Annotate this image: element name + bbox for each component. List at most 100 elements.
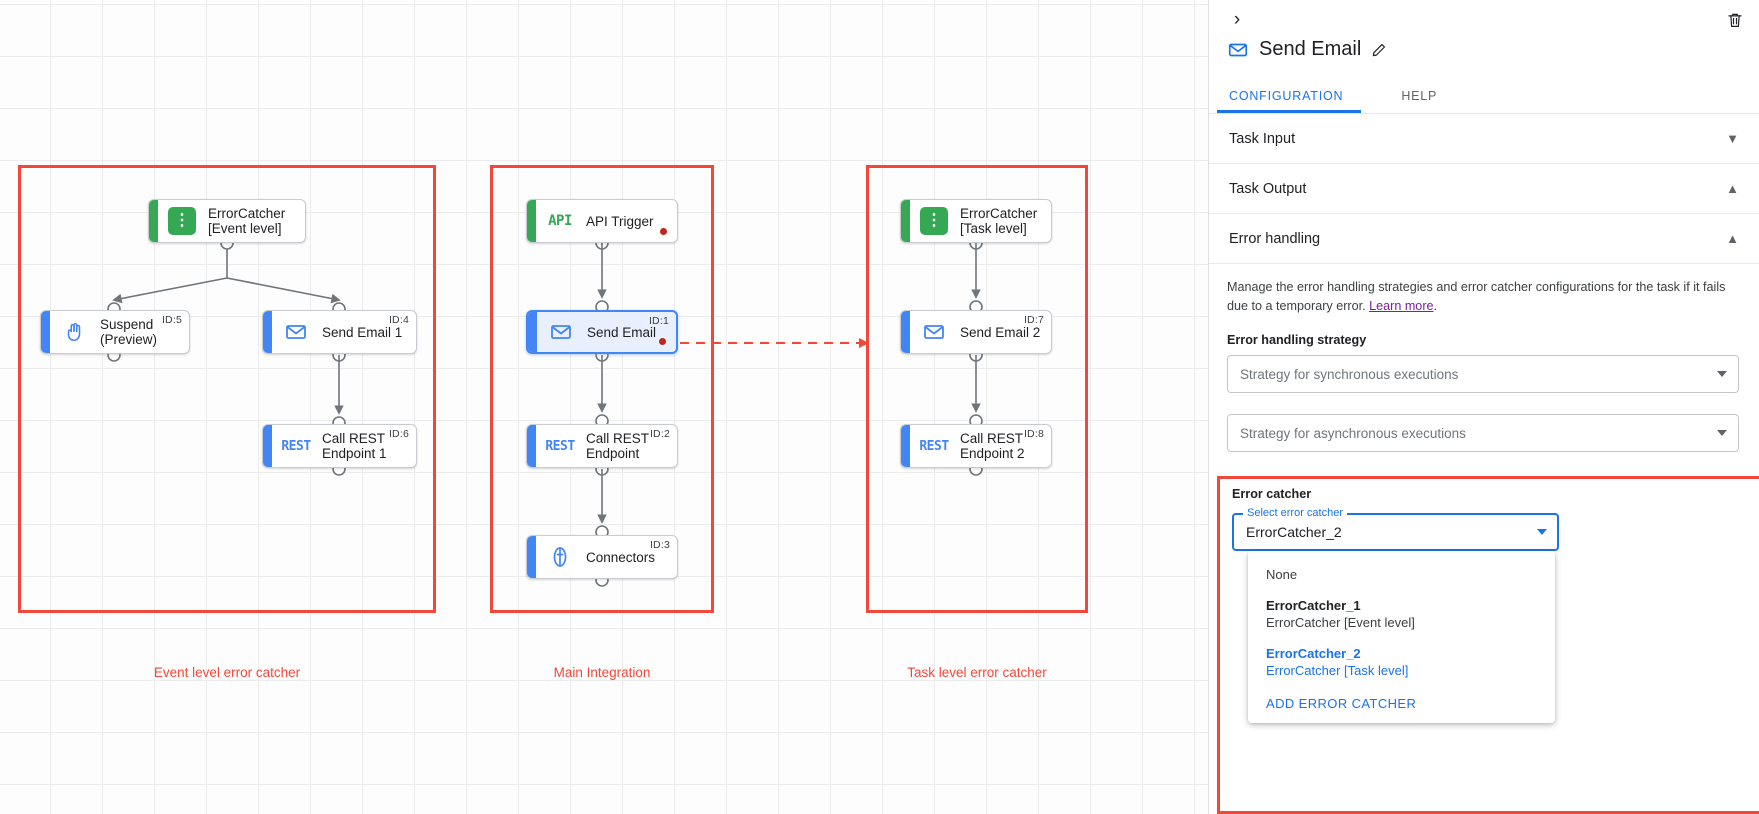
learn-more-link[interactable]: Learn more (1369, 299, 1433, 313)
node-label: Send Email 1 (322, 324, 403, 340)
chevron-down-icon: ▼ (1726, 131, 1739, 146)
section-task-input[interactable]: Task Input ▼ (1209, 114, 1759, 164)
node-api-trigger[interactable]: API API Trigger (526, 199, 678, 243)
period: . (1433, 299, 1438, 313)
group-box-event-level (18, 165, 436, 613)
node-label: ErrorCatcher [Event level] (208, 206, 286, 236)
section-title: Error handling (1229, 230, 1321, 247)
node-id-tag: ID:5 (161, 314, 182, 326)
node-id-tag: ID:4 (388, 314, 409, 326)
description-text: Manage the error handling strategies and… (1227, 280, 1726, 313)
chevron-down-icon (1537, 529, 1547, 535)
group-box-task-level (866, 165, 1088, 613)
node-id-tag: ID:7 (1023, 314, 1044, 326)
node-accent-bar (527, 425, 536, 467)
node-suspend-preview[interactable]: Suspend (Preview) ID:5 (40, 310, 190, 354)
node-accent-bar (901, 311, 910, 353)
node-id-tag: ID:2 (649, 428, 670, 440)
node-label: ErrorCatcher [Task level] (960, 206, 1038, 236)
sync-strategy-select[interactable]: Strategy for synchronous executions (1227, 355, 1739, 393)
chevron-right-icon[interactable]: › (1233, 9, 1241, 30)
add-error-catcher-button[interactable]: ADD ERROR CATCHER (1266, 696, 1417, 711)
node-label: Send Email (587, 324, 657, 340)
select-error-catcher-legend: Select error catcher (1243, 507, 1347, 519)
node-errorcatcher-task-level[interactable]: ⋮ ErrorCatcher [Task level] (900, 199, 1052, 243)
node-send-email-2[interactable]: Send Email 2 ID:7 (900, 310, 1052, 354)
email-icon (546, 317, 576, 347)
select-error-catcher[interactable]: Select error catcher ErrorCatcher_2 (1232, 507, 1559, 551)
async-strategy-value: Strategy for asynchronous executions (1240, 425, 1466, 441)
section-title: Task Output (1229, 180, 1307, 197)
delete-icon[interactable] (1723, 8, 1747, 32)
task-configuration-panel: › Send Email (1208, 0, 1759, 814)
node-label: Connectors (586, 549, 656, 565)
panel-title-row: Send Email (1227, 38, 1387, 61)
connectors-icon (545, 542, 575, 572)
node-label: Call REST Endpoint 1 (322, 431, 387, 461)
group-label-task-level: Task level error catcher (907, 665, 1047, 680)
node-accent-bar (263, 311, 272, 353)
node-label: Call REST Endpoint 2 (960, 431, 1025, 461)
node-send-email[interactable]: Send Email ID:1 (526, 310, 678, 354)
node-accent-bar (901, 200, 910, 242)
error-catcher-highlight-region: Error catcher Select error catcher Error… (1217, 476, 1759, 814)
section-task-output[interactable]: Task Output ▲ (1209, 164, 1759, 214)
workflow-canvas[interactable]: Event level error catcher Main Integrati… (0, 0, 1208, 814)
edit-pencil-icon[interactable] (1371, 42, 1387, 58)
node-label: Call REST Endpoint (586, 431, 650, 461)
chevron-down-icon (1717, 430, 1727, 436)
option-primary: None (1266, 567, 1298, 582)
node-accent-bar (528, 312, 537, 352)
node-id-tag: ID:6 (388, 428, 409, 440)
error-catcher-label: Error catcher (1232, 487, 1312, 501)
chevron-up-icon: ▲ (1726, 181, 1739, 196)
chevron-up-icon: ▲ (1726, 231, 1739, 246)
node-id-tag: ID:8 (1023, 428, 1044, 440)
tab-help[interactable]: HELP (1401, 89, 1438, 103)
panel-header: › Send Email (1209, 0, 1759, 78)
node-label: Suspend (Preview) (100, 317, 158, 347)
tab-configuration[interactable]: CONFIGURATION (1216, 89, 1362, 113)
dropdown-option-errorcatcher-2[interactable]: ErrorCatcher_2 ErrorCatcher [Task level] (1248, 638, 1555, 686)
node-accent-bar (263, 425, 272, 467)
chevron-down-icon (1717, 371, 1727, 377)
group-box-main-integration (490, 165, 714, 613)
node-errorcatcher-event-level[interactable]: ⋮ ErrorCatcher [Event level] (148, 199, 306, 243)
rest-icon: REST (919, 438, 949, 454)
node-accent-bar (527, 536, 536, 578)
async-strategy-select[interactable]: Strategy for asynchronous executions (1227, 414, 1739, 452)
node-label: Send Email 2 (960, 324, 1041, 340)
dropdown-option-none[interactable]: None (1248, 559, 1555, 590)
error-catcher-icon: ⋮ (167, 206, 197, 236)
option-secondary: ErrorCatcher [Event level] (1266, 615, 1415, 630)
rest-icon: REST (281, 438, 311, 454)
select-error-catcher-value: ErrorCatcher_2 (1246, 524, 1342, 540)
error-indicator-dot (660, 228, 667, 235)
api-icon: API (548, 213, 572, 229)
rest-icon: REST (545, 438, 575, 454)
node-accent-bar (41, 311, 50, 353)
option-primary: ErrorCatcher_2 (1266, 646, 1361, 661)
node-id-tag: ID:3 (649, 539, 670, 551)
hand-icon (59, 317, 89, 347)
section-title: Task Input (1229, 130, 1296, 147)
group-label-main-integration: Main Integration (553, 665, 651, 680)
section-error-handling[interactable]: Error handling ▲ (1209, 214, 1759, 264)
page-title: Send Email (1259, 38, 1362, 60)
email-icon (281, 317, 311, 347)
email-icon (919, 317, 949, 347)
learn-more-label: Learn more (1369, 299, 1434, 313)
error-catcher-icon: ⋮ (919, 206, 949, 236)
sync-strategy-value: Strategy for synchronous executions (1240, 366, 1459, 382)
node-label: API Trigger (586, 213, 654, 229)
email-icon (1227, 39, 1249, 61)
node-call-rest-endpoint[interactable]: REST Call REST Endpoint ID:2 (526, 424, 678, 468)
node-call-rest-endpoint-1[interactable]: REST Call REST Endpoint 1 ID:6 (262, 424, 417, 468)
node-accent-bar (149, 200, 158, 242)
node-send-email-1[interactable]: Send Email 1 ID:4 (262, 310, 417, 354)
node-call-rest-endpoint-2[interactable]: REST Call REST Endpoint 2 ID:8 (900, 424, 1052, 468)
node-connectors[interactable]: Connectors ID:3 (526, 535, 678, 579)
node-accent-bar (527, 200, 536, 242)
dropdown-option-errorcatcher-1[interactable]: ErrorCatcher_1 ErrorCatcher [Event level… (1248, 590, 1555, 638)
error-indicator-dot (659, 338, 666, 345)
